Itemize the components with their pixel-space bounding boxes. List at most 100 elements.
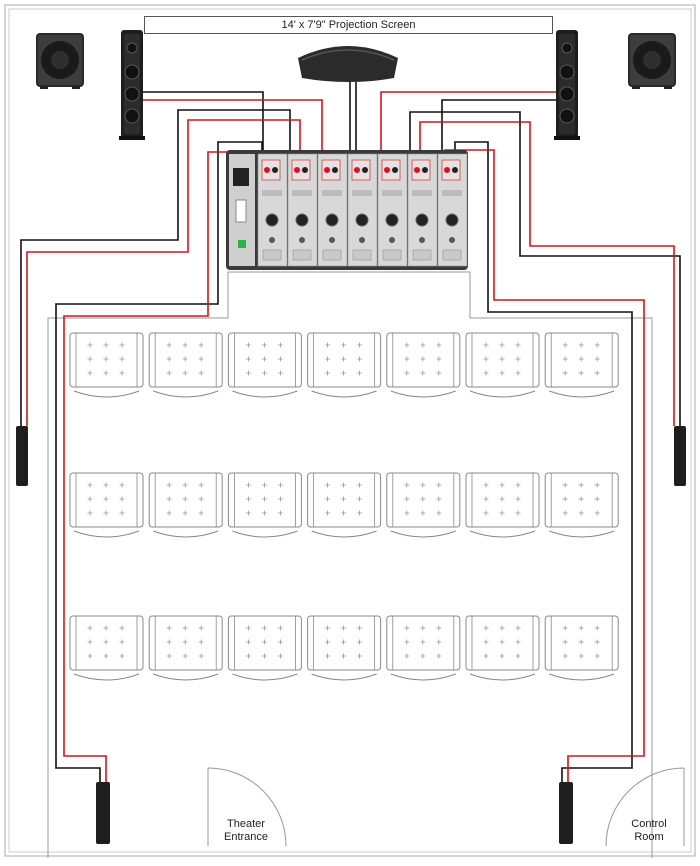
module-label <box>262 190 282 196</box>
seat-front <box>232 673 298 681</box>
tufting <box>198 625 204 631</box>
module-label <box>322 190 342 196</box>
tufting <box>87 342 93 348</box>
projection-screen: 14' x 7'9" Projection Screen <box>144 16 553 34</box>
tufting <box>404 625 410 631</box>
tufting <box>562 356 568 362</box>
gain-knob <box>359 237 365 243</box>
tufting <box>562 342 568 348</box>
tufting <box>436 356 442 362</box>
tufting <box>166 510 172 516</box>
tufting <box>420 639 426 645</box>
seat-icon <box>386 332 461 388</box>
tufting <box>578 653 584 659</box>
seat-icon <box>227 615 302 671</box>
power-switch <box>235 199 247 223</box>
seat-front <box>73 390 140 398</box>
tufting <box>166 370 172 376</box>
tufting <box>325 653 331 659</box>
gain-knob <box>419 237 425 243</box>
wire-negative-0 <box>141 91 264 155</box>
power-led <box>238 240 246 248</box>
driver <box>561 42 573 54</box>
tufting <box>325 625 331 631</box>
theater-entrance-label: Theater Entrance <box>212 818 280 844</box>
seat <box>307 615 382 681</box>
module-label-lower <box>442 249 462 261</box>
seat <box>69 472 144 538</box>
tufting <box>594 639 600 645</box>
module-label-lower <box>262 249 282 261</box>
tufting <box>483 510 489 516</box>
tufting <box>277 356 283 362</box>
seat <box>227 615 302 681</box>
seat-front <box>73 530 140 538</box>
tufting <box>515 482 521 488</box>
seat-icon <box>69 615 144 671</box>
tufting <box>198 356 204 362</box>
tufting <box>420 370 426 376</box>
amplifier-channel-module <box>407 153 438 267</box>
terminal-positive <box>384 167 390 173</box>
speaker-terminal <box>291 159 311 181</box>
tufting <box>261 342 267 348</box>
seat-icon <box>386 472 461 528</box>
entrance-label-line-2: Entrance <box>223 831 269 843</box>
tufting <box>578 639 584 645</box>
tufting <box>198 510 204 516</box>
wall-speaker-icon <box>674 426 686 486</box>
center-speaker-icon <box>298 46 398 82</box>
seat-front <box>390 673 456 681</box>
module-label <box>292 190 312 196</box>
tufting <box>166 639 172 645</box>
tufting <box>119 370 125 376</box>
tufting <box>499 342 505 348</box>
tufting <box>515 496 521 502</box>
tufting <box>103 639 109 645</box>
seat <box>148 472 223 538</box>
seat-front <box>153 673 219 681</box>
seat-front <box>232 530 298 538</box>
tufting <box>341 342 347 348</box>
tufting <box>357 653 363 659</box>
control-label-line-2: Room <box>634 831 664 843</box>
door-swing-icon <box>605 767 685 847</box>
wall-speaker-icon <box>559 782 573 844</box>
seat-icon <box>227 332 302 388</box>
seating-rows <box>69 332 619 681</box>
tufting <box>119 342 125 348</box>
tufting <box>594 356 600 362</box>
seat-icon <box>148 332 223 388</box>
seat-icon <box>148 615 223 671</box>
tufting <box>277 510 283 516</box>
seat-front <box>311 390 377 398</box>
tufting <box>404 370 410 376</box>
tufting <box>594 653 600 659</box>
rear-speaker-right <box>559 782 573 844</box>
seat <box>544 615 619 681</box>
tufting <box>198 653 204 659</box>
tufting <box>198 496 204 502</box>
tufting <box>166 496 172 502</box>
tufting <box>562 625 568 631</box>
tufting <box>436 342 442 348</box>
subwoofer-right <box>628 33 676 89</box>
tufting <box>325 639 331 645</box>
seat <box>465 615 540 681</box>
tufting <box>404 482 410 488</box>
wire-negative-12 <box>454 141 633 782</box>
tufting <box>87 370 93 376</box>
room-outline-inner <box>8 8 692 853</box>
wall-speaker-icon <box>16 426 28 486</box>
tufting <box>436 625 442 631</box>
seat <box>386 615 461 681</box>
amplifier-channel-module <box>257 153 288 267</box>
tufting <box>261 482 267 488</box>
seat-icon <box>465 615 540 671</box>
xlr-input <box>355 213 369 227</box>
wall-speaker-icon <box>96 782 110 844</box>
tufting <box>325 482 331 488</box>
tufting <box>483 625 489 631</box>
seat <box>544 332 619 398</box>
